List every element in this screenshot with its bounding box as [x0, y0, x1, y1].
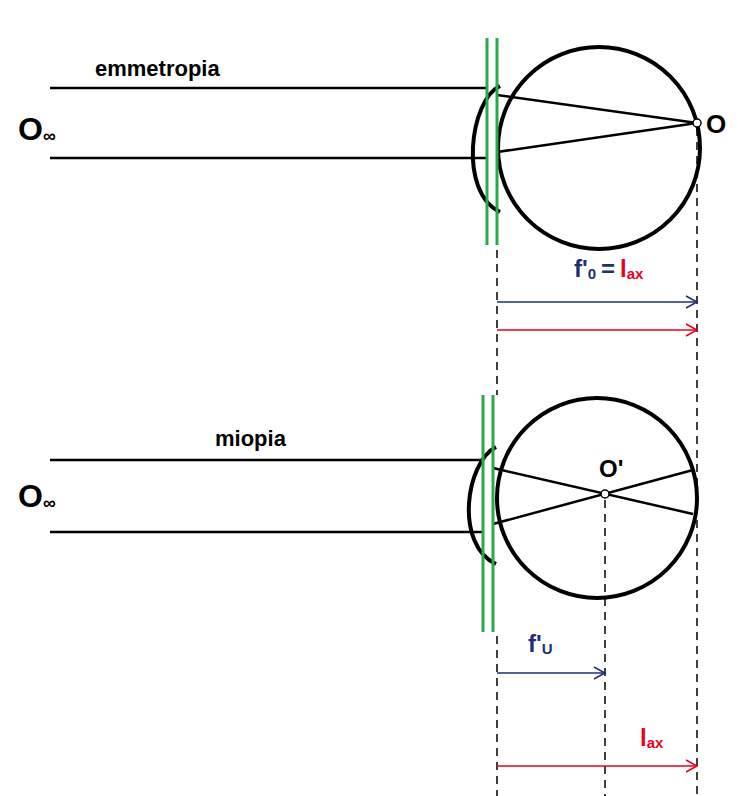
- focus-symbol: O': [599, 457, 623, 481]
- refracted-ray: [497, 95, 697, 123]
- focal-point: [601, 490, 609, 498]
- focal-length-symbol: f': [574, 257, 588, 281]
- focal-point: [693, 119, 701, 127]
- focus-symbol: O: [706, 111, 726, 137]
- section-title: miopia: [215, 428, 286, 450]
- equals-sign: =: [601, 257, 615, 281]
- arrowhead: [686, 296, 697, 308]
- light-ray: [50, 87, 487, 90]
- axial-length-symbol: l: [640, 726, 647, 750]
- subscript: 0: [588, 266, 596, 281]
- object-symbol: O: [18, 480, 43, 512]
- subscript: ∞: [43, 127, 56, 145]
- refracted-ray: [493, 470, 693, 524]
- light-ray: [50, 531, 483, 534]
- lens-plane: [482, 395, 485, 632]
- arrowhead: [686, 760, 697, 772]
- dimension-arrow: [497, 301, 697, 303]
- subscript: U: [542, 641, 553, 656]
- axial-length-symbol: l: [620, 257, 627, 281]
- eyeball-outline: [498, 47, 700, 249]
- reference-line: [696, 128, 698, 796]
- reference-line: [604, 500, 606, 796]
- refracted-ray: [493, 468, 693, 514]
- object-symbol: O: [18, 113, 43, 145]
- focal-length-symbol: f': [528, 632, 542, 656]
- arrowhead: [686, 324, 697, 336]
- dimension-arrow: [497, 672, 605, 674]
- subscript: ax: [627, 266, 644, 281]
- reference-line: [496, 250, 498, 395]
- subscript: ∞: [43, 494, 56, 512]
- reference-line: [496, 636, 498, 796]
- lens-plane: [492, 395, 495, 632]
- light-ray: [50, 157, 487, 160]
- dimension-arrow: [497, 329, 697, 331]
- eyeball-outline: [497, 398, 697, 598]
- light-ray: [50, 459, 483, 462]
- lens-plane: [496, 38, 499, 245]
- subscript: ax: [647, 735, 664, 750]
- dimension-arrow: [497, 765, 697, 767]
- refracted-ray: [497, 123, 697, 152]
- section-title: emmetropia: [95, 58, 220, 80]
- arrowhead: [594, 667, 605, 679]
- lens-plane: [486, 38, 489, 245]
